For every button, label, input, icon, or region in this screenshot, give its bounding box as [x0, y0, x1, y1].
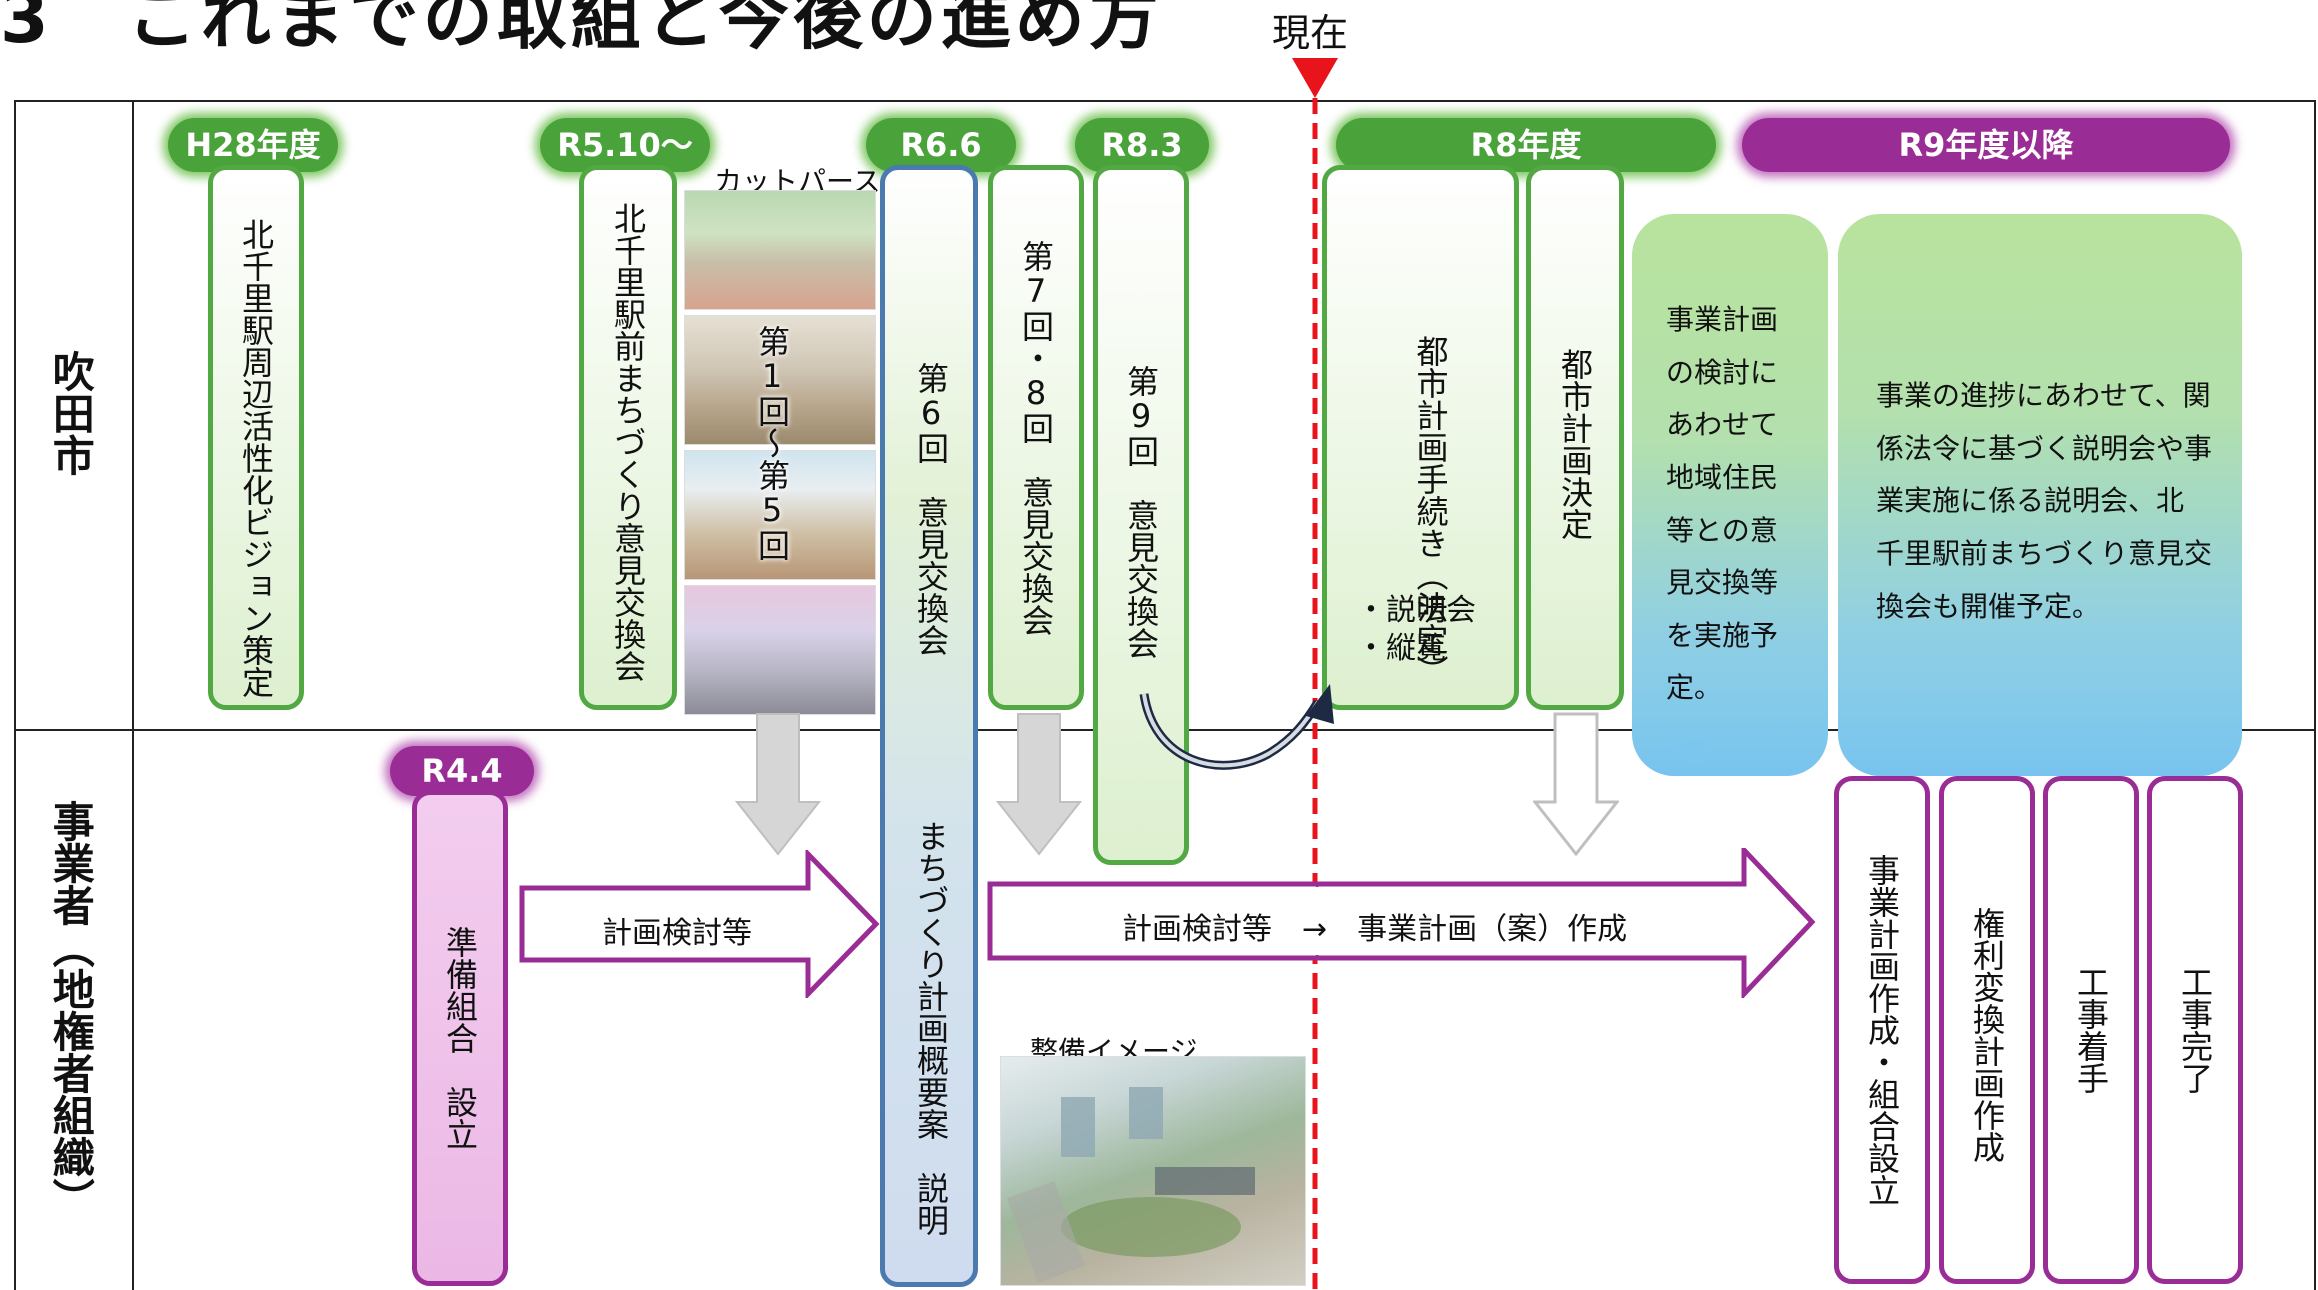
- arrow-keikaku-2-body-icon: [987, 881, 1316, 961]
- pill-r8: R8年度: [1336, 118, 1716, 172]
- pill-h28: H28年度: [168, 118, 338, 172]
- row-label-business: 事業者（地権者組織）: [46, 800, 96, 1220]
- box-session78: 第7回・8回 意見交換会: [988, 165, 1084, 710]
- pill-r44: R4.4: [390, 746, 534, 796]
- photo-cutpath-2: [684, 315, 876, 445]
- pill-r9: R9年度以降: [1742, 118, 2230, 172]
- box-kenri-henkan: 権利変換計画作成: [1939, 776, 2035, 1284]
- down-arrow-2-icon: [996, 713, 1082, 856]
- box-vision: 北千里駅周辺活性化ビジョン策定: [208, 165, 304, 710]
- callout-right: 事業の進捗にあわせて、関 係法令に基づく説明会や事 業実施に係る説明会、北 千里…: [1838, 214, 2242, 776]
- photo-cutpath-3: [684, 450, 876, 580]
- box-jigyo-keikaku: 事業計画作成・組合設立: [1834, 776, 1930, 1284]
- box-junbi: 準備組合 設立: [412, 790, 508, 1286]
- row-label-city: 吹田市: [46, 350, 96, 476]
- box-koji-chakushu: 工事着手: [2043, 776, 2139, 1284]
- box-session9: 第9回 意見交換会: [1093, 165, 1189, 865]
- timeline-table: [14, 100, 2316, 1290]
- callout-pointer-icon: [1644, 738, 1706, 766]
- sidebar-divider: [132, 100, 134, 1290]
- box-session6: 第6回 意見交換会 まちづくり計画概要案 説明: [880, 165, 978, 1287]
- callout-left: 事業計画 の検討に あわせて 地域住民 等との意 見交換等 を実施予 定。: [1632, 214, 1828, 776]
- photo-cutpath-4: [684, 585, 876, 715]
- box-toshi-tetsuzuki: 都市計画手続き（法定）: [1322, 165, 1519, 710]
- pill-r66: R6.6: [866, 118, 1016, 172]
- box-toshi-kettei: 都市計画決定: [1526, 165, 1624, 710]
- photo-seibi-sketch: [1007, 1087, 1255, 1283]
- down-arrow-3-icon: [1533, 712, 1619, 857]
- page-title: 3 これまでの取組と今後の進め方: [0, 0, 1163, 59]
- box-koji-kanryo: 工事完了: [2147, 776, 2243, 1284]
- photo-cutpath-1: [684, 190, 876, 310]
- down-arrow-1-icon: [735, 713, 821, 856]
- arrow-keikaku-1-label: 計画検討等: [602, 916, 752, 951]
- pill-r83: R8.3: [1075, 118, 1209, 172]
- now-marker-label: 現在: [1272, 11, 1349, 55]
- pill-r510: R5.10～: [540, 118, 710, 172]
- arrow-keikaku-2-head-icon: [1316, 848, 1816, 998]
- now-marker-triangle-icon: [1292, 58, 1338, 98]
- photo-seibi: [1000, 1056, 1306, 1286]
- arrow-keikaku-1-icon: [519, 850, 880, 998]
- box-ikenkokan: 北千里駅前まちづくり意見交換会: [579, 165, 677, 710]
- label-session15: 第1回～第5回: [753, 325, 791, 561]
- toshi-items: ・説明会 ・縦覧: [1356, 593, 1476, 666]
- curved-arrow-icon: [1139, 684, 1334, 770]
- arrow-keikaku-2-label: 計画検討等 → 事業計画（案）作成: [1122, 912, 1628, 947]
